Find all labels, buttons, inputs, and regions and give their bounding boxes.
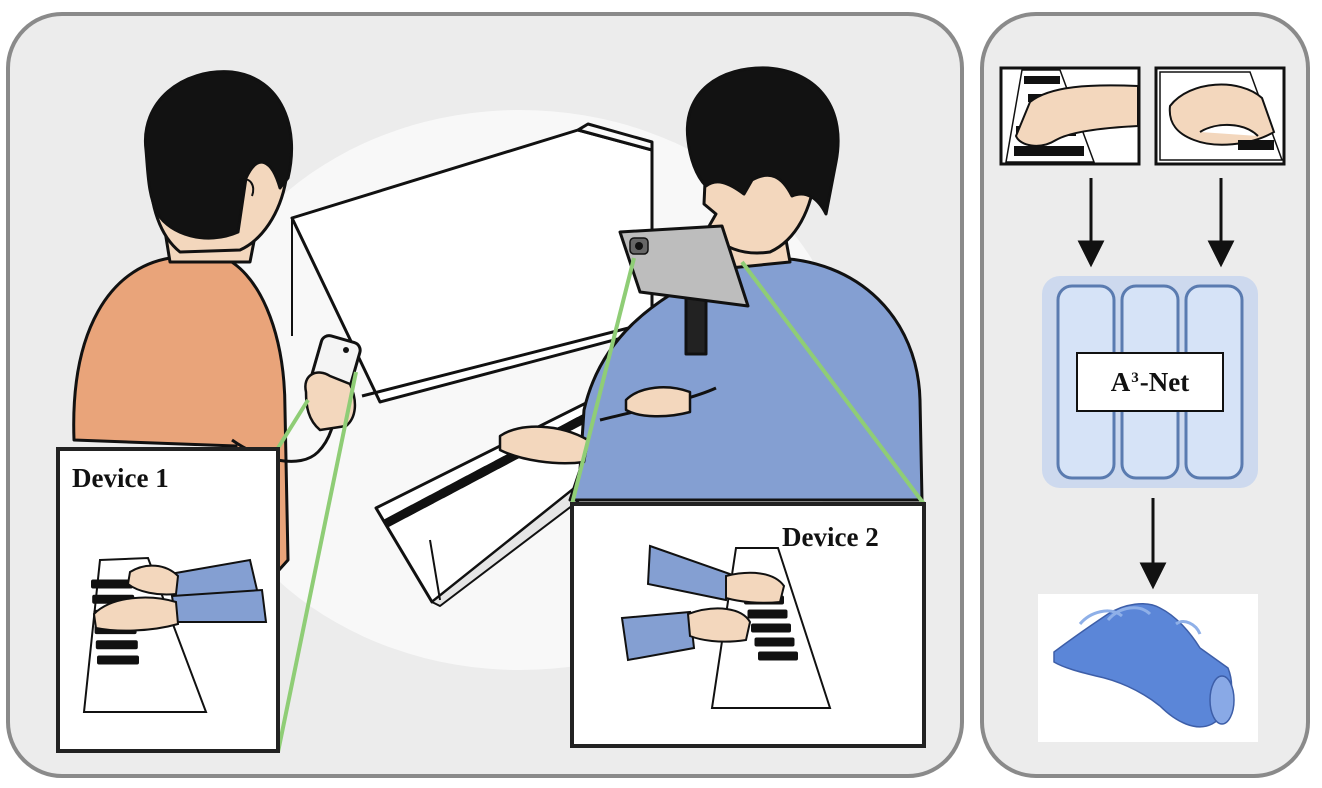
input-view-2-key bbox=[1199, 123, 1259, 137]
device1-view bbox=[56, 447, 280, 753]
device2-sleeve-lower bbox=[620, 610, 696, 662]
input-view-1-hand bbox=[1014, 84, 1139, 147]
hand-mesh-fingers bbox=[1078, 606, 1202, 635]
black-key bbox=[95, 640, 138, 650]
arrow-head-icon bbox=[1207, 240, 1235, 268]
device2-sight-line-left bbox=[570, 257, 636, 505]
left-person bbox=[72, 70, 362, 582]
device1-label: Device 1 bbox=[72, 463, 169, 493]
black-key bbox=[754, 637, 795, 647]
device1-sleeve-lower bbox=[170, 588, 268, 623]
tablet-camera-lens-icon bbox=[635, 242, 643, 250]
black-key bbox=[751, 623, 791, 633]
tablet-body bbox=[618, 224, 750, 308]
right-person-hand-right bbox=[624, 386, 692, 418]
device1-hand-lower bbox=[92, 596, 180, 632]
left-person-hand bbox=[304, 371, 357, 432]
device2-hand-lower bbox=[686, 607, 752, 643]
tablet-device bbox=[618, 224, 750, 356]
black-key bbox=[91, 579, 133, 589]
device2-hand-upper bbox=[725, 571, 786, 604]
hand-mesh-wrist bbox=[1209, 675, 1235, 725]
device2-label: Device 2 bbox=[782, 522, 879, 552]
device2-sight-line-right bbox=[740, 260, 926, 506]
device1-hand-upper bbox=[126, 564, 180, 596]
left-person-ear bbox=[239, 178, 255, 197]
piano-ledge bbox=[361, 320, 653, 398]
input-view-2-key bbox=[1238, 140, 1274, 150]
network-label-superscript: 3 bbox=[1131, 369, 1139, 386]
piano-top bbox=[576, 122, 654, 152]
network-label-suffix: -Net bbox=[1139, 366, 1190, 397]
left-person-hair bbox=[143, 70, 293, 240]
device1-sight-line-left bbox=[276, 398, 310, 450]
arrow-head-icon bbox=[1077, 240, 1105, 268]
black-key bbox=[747, 609, 788, 619]
hand-mesh-output bbox=[1038, 594, 1258, 742]
input-view-2 bbox=[1154, 66, 1286, 166]
input-view-1-key bbox=[1024, 76, 1060, 84]
network-label-prefix: A bbox=[1110, 366, 1131, 397]
phone-camera-icon bbox=[343, 347, 349, 353]
arrow-head-icon bbox=[1139, 562, 1167, 590]
device2-view bbox=[570, 502, 926, 748]
black-key bbox=[97, 655, 139, 665]
input-view-1-key bbox=[1014, 146, 1084, 156]
device2-sleeve-upper bbox=[646, 544, 732, 602]
sight-lines bbox=[276, 257, 926, 753]
arrows bbox=[1077, 178, 1235, 590]
piano-leg bbox=[429, 539, 441, 601]
device1-sight-line-right bbox=[276, 371, 358, 753]
black-key bbox=[758, 651, 798, 661]
input-view-1 bbox=[999, 66, 1141, 166]
tablet-stand bbox=[684, 294, 708, 356]
right-person-hair bbox=[685, 66, 840, 216]
